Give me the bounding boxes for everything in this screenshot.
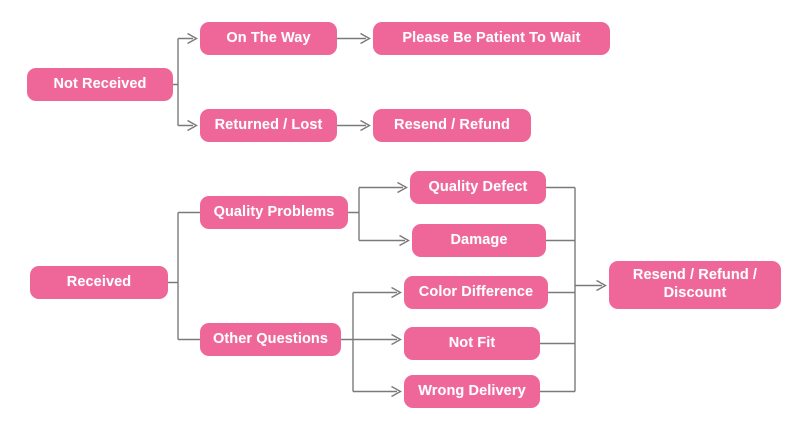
edge-not-received-bus	[173, 37, 193, 127]
arrowhead-resend-refund	[360, 119, 371, 132]
edge-other-questions-bus	[341, 291, 397, 393]
node-wrong-delivery[interactable]: Wrong Delivery	[404, 375, 540, 408]
node-resend-refund[interactable]: Resend / Refund	[373, 109, 531, 142]
node-on-the-way[interactable]: On The Way	[200, 22, 337, 55]
node-please-be-patient-to-wait[interactable]: Please Be Patient To Wait	[373, 22, 610, 55]
arrowhead-color-difference	[391, 286, 402, 299]
node-received[interactable]: Received	[30, 266, 168, 299]
arrowhead-damage	[399, 234, 410, 247]
node-quality-problems[interactable]: Quality Problems	[200, 196, 348, 229]
node-not-fit[interactable]: Not Fit	[404, 327, 540, 360]
edge-received-bus	[168, 211, 200, 341]
arrowhead-not-fit	[391, 333, 402, 346]
arrowhead-please-be-patient	[360, 32, 371, 45]
node-damage[interactable]: Damage	[412, 224, 546, 257]
arrowhead-quality-defect	[397, 181, 408, 194]
arrowhead-returned-lost	[187, 119, 198, 132]
node-resend-refund-discount[interactable]: Resend / Refund / Discount	[609, 261, 781, 309]
arrowhead-resend-refund-discount	[596, 279, 607, 292]
node-color-difference[interactable]: Color Difference	[404, 276, 548, 309]
node-other-questions[interactable]: Other Questions	[200, 323, 341, 356]
arrowhead-wrong-delivery	[391, 385, 402, 398]
node-returned-lost[interactable]: Returned / Lost	[200, 109, 337, 142]
node-quality-defect[interactable]: Quality Defect	[410, 171, 546, 204]
arrowhead-on-the-way	[187, 32, 198, 45]
node-not-received[interactable]: Not Received	[27, 68, 173, 101]
edge-quality-problems-bus	[348, 186, 405, 242]
